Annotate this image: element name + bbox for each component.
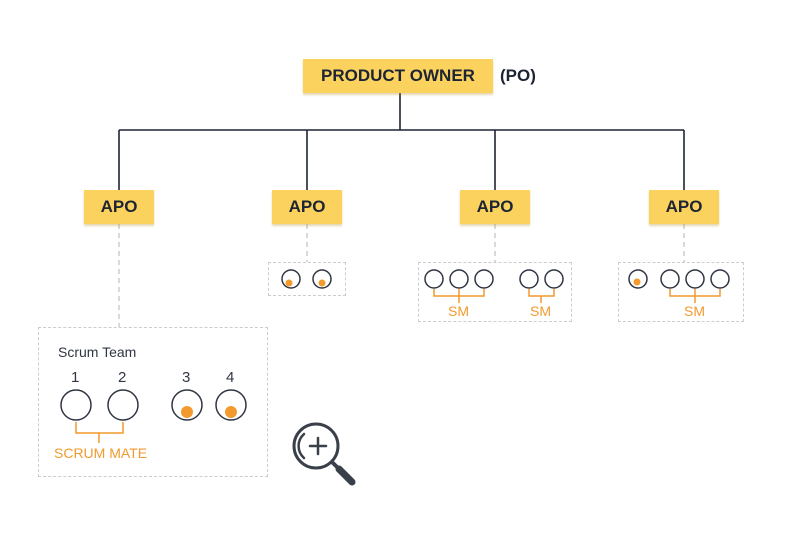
apo-box-3: APO xyxy=(460,190,530,224)
member-circle-4 xyxy=(215,389,247,421)
team-2-members xyxy=(281,269,332,289)
member-circle xyxy=(660,269,680,289)
member-circle xyxy=(685,269,705,289)
member-circle xyxy=(544,269,564,289)
sm-label: SM xyxy=(448,303,469,319)
product-owner-label: PRODUCT OWNER xyxy=(321,66,475,85)
team-frame-3 xyxy=(418,262,572,322)
member-number-2: 2 xyxy=(118,369,127,386)
scrum-mate-bracket xyxy=(75,422,124,443)
member-number-3: 3 xyxy=(182,369,191,386)
member-dot xyxy=(285,279,293,287)
apo-label: APO xyxy=(665,197,703,216)
scrum-team-frame xyxy=(38,327,268,477)
apo-box-1: APO xyxy=(84,190,154,224)
apo-label: APO xyxy=(476,197,514,216)
member-dot xyxy=(633,278,641,286)
member-circle xyxy=(519,269,539,289)
member-circle xyxy=(312,269,332,289)
sm-label: SM xyxy=(684,303,705,319)
sm-bracket-team-4 xyxy=(669,289,721,303)
team-3-members xyxy=(424,269,564,289)
member-circle-2 xyxy=(107,389,139,421)
apo-label: APO xyxy=(100,197,138,216)
member-circle xyxy=(474,269,494,289)
tree-connectors xyxy=(118,93,685,190)
apo-label: APO xyxy=(288,197,326,216)
apo-box-2: APO xyxy=(272,190,342,224)
team-frame-4 xyxy=(618,262,744,322)
member-number-1: 1 xyxy=(71,369,80,386)
scrum-team-members xyxy=(60,389,247,421)
member-circle xyxy=(449,269,469,289)
scrum-mate-label: SCRUM MATE xyxy=(54,445,148,461)
member-dot-4 xyxy=(225,406,237,418)
product-owner-box: PRODUCT OWNER xyxy=(303,59,493,93)
product-owner-abbr: (PO) xyxy=(500,66,536,85)
sm-label: SM xyxy=(530,303,551,319)
member-dot xyxy=(318,279,326,287)
member-circle xyxy=(710,269,730,289)
apo-box-4: APO xyxy=(649,190,719,224)
team-4-members xyxy=(628,269,730,289)
member-circle-1 xyxy=(60,389,92,421)
member-number-4: 4 xyxy=(226,369,235,386)
scrum-team-title: Scrum Team xyxy=(58,344,137,360)
member-dot-3 xyxy=(181,406,193,418)
member-circle-3 xyxy=(171,389,203,421)
member-circle xyxy=(424,269,444,289)
zoom-in-icon[interactable] xyxy=(292,422,356,486)
dashed-connectors xyxy=(118,224,685,327)
team-frame-2 xyxy=(268,262,346,296)
sm-brackets-team-3 xyxy=(433,289,555,303)
